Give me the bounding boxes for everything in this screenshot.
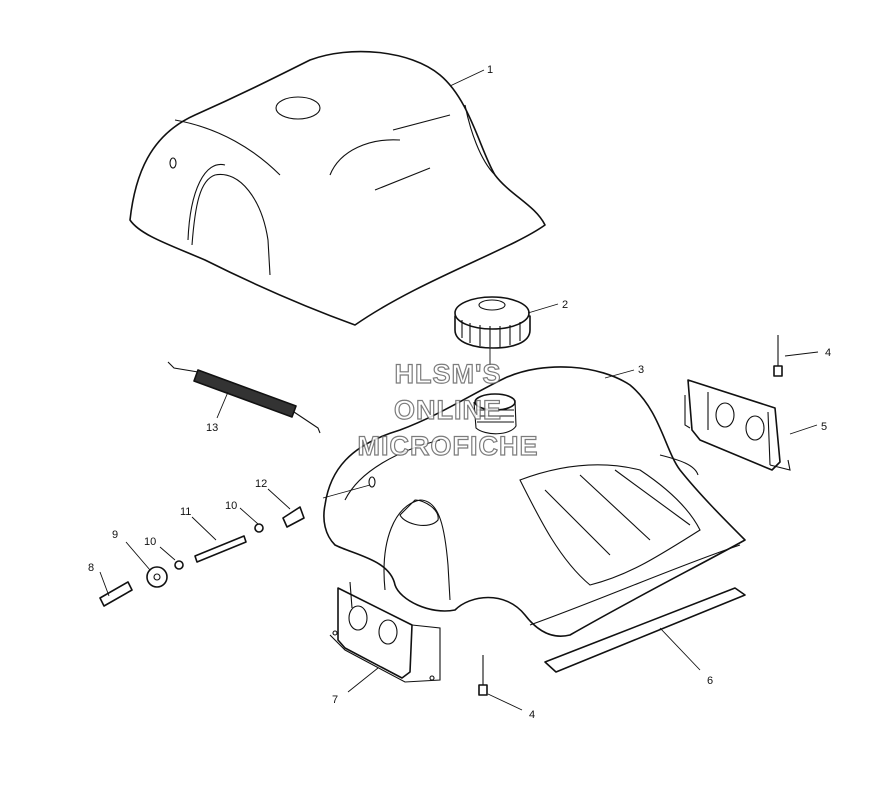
callout-4-lower: 4: [529, 709, 535, 721]
callout-6: 6: [707, 675, 713, 687]
part-strip: [544, 587, 746, 673]
part-bracket-left: [329, 581, 441, 683]
callout-13: 13: [206, 422, 218, 434]
part-rivet-upper: [773, 335, 783, 377]
watermark-line-1: HLSM'S: [395, 359, 502, 389]
part-fuel-tank: [323, 366, 746, 637]
callout-2: 2: [562, 299, 568, 311]
part-bracket-right: [684, 379, 791, 471]
part-fuel-cap: [454, 296, 531, 365]
part-rivet-lower: [478, 655, 488, 696]
callout-10-right: 10: [225, 500, 237, 512]
part-fitting-assembly: [99, 506, 305, 607]
callout-9: 9: [112, 529, 118, 541]
callout-1: 1: [487, 64, 493, 76]
callout-10-left: 10: [144, 536, 156, 548]
part-spring: [167, 361, 321, 434]
callout-7: 7: [332, 694, 338, 706]
watermark-line-3: MICROFICHE: [358, 431, 539, 461]
callout-5: 5: [821, 421, 827, 433]
callout-12: 12: [255, 478, 267, 490]
watermark-line-2: ONLINE: [394, 395, 502, 425]
callout-4-upper: 4: [825, 347, 831, 359]
callout-8: 8: [88, 562, 94, 574]
callout-labels: 1 2 3 4 4 5 6 7 8 9 10 10 11 12 13: [88, 64, 831, 721]
callout-11: 11: [180, 506, 191, 518]
callout-3: 3: [638, 364, 644, 376]
leader-lines: [99, 69, 819, 711]
part-cover: [129, 50, 546, 326]
watermark: HLSM'S ONLINE MICROFICHE: [357, 358, 539, 461]
